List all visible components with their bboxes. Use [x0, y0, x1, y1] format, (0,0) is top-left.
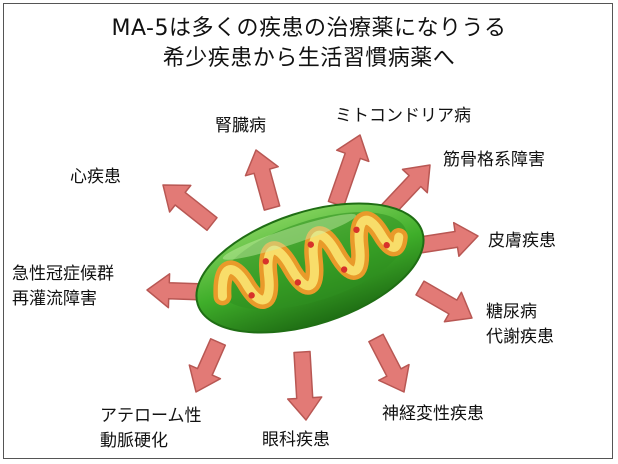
arrow-eye: [286, 350, 323, 421]
arrow-heart: [162, 184, 218, 232]
arrow-musculoskeletal: [377, 164, 431, 221]
label-skin-disease: 皮膚疾患: [488, 231, 556, 251]
label-diabetes-metabolic: 糖尿病代謝疾患: [486, 302, 554, 347]
arrows-group: [146, 134, 479, 421]
arrow-mitochondria: [327, 134, 370, 208]
arrow-skin: [418, 221, 479, 257]
label-neurodegenerative-disease: 神経変性疾患: [382, 404, 484, 424]
arrow-neurodegenerative: [368, 333, 410, 393]
mitochondrion-icon: [195, 202, 425, 334]
label-atherosclerosis: アテローム性動脈硬化: [100, 406, 202, 451]
label-eye-disease: 眼科疾患: [262, 430, 330, 450]
diagram-border: [3, 3, 613, 459]
arrow-kidney: [244, 149, 281, 211]
arrow-atherosclerosis: [188, 338, 227, 393]
arrow-diabetes: [415, 280, 473, 323]
label-musculoskeletal-disorder: 筋骨格系障害: [443, 150, 545, 170]
title-line-2: 希少疾患から生活習慣病薬へ: [162, 46, 456, 71]
label-acute-coronary-syndrome: 急性冠症候群再灌流障害: [12, 264, 114, 309]
label-heart-disease: 心疾患: [70, 167, 121, 187]
title-line-1: MA-5は多くの疾患の治療薬になりうる: [111, 16, 507, 41]
label-kidney-disease: 腎臓病: [215, 116, 266, 136]
label-mitochondrial-disease: ミトコンドリア病: [335, 106, 471, 126]
